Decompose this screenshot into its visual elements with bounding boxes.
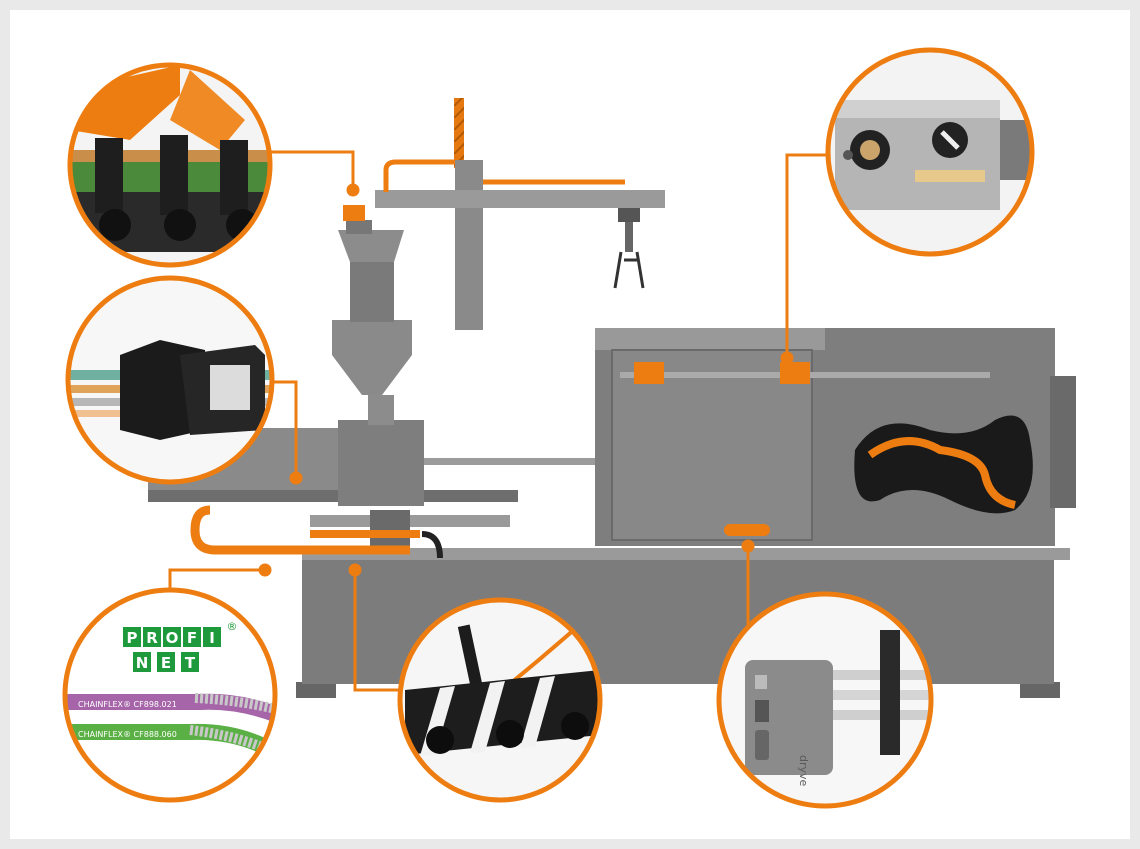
door-bearing-left bbox=[634, 362, 664, 384]
chain-pin bbox=[99, 209, 131, 241]
leader-energy-chain-top bbox=[265, 150, 355, 188]
callout-profinet-cable: P R O F I N E T ® CHAINFLEX® CF898.021 C… bbox=[62, 587, 278, 803]
registered-mark: ® bbox=[227, 620, 238, 633]
housing-end-cap bbox=[1050, 376, 1076, 508]
profinet-letter: E bbox=[161, 654, 171, 672]
bearing-liner bbox=[915, 170, 985, 182]
profinet-letter: O bbox=[166, 629, 179, 647]
controller-sub-d-port bbox=[755, 730, 769, 760]
gantry-column bbox=[455, 160, 483, 330]
injection-rail bbox=[148, 490, 518, 502]
profinet-letter: R bbox=[146, 629, 158, 647]
leader-dot bbox=[741, 539, 755, 553]
hopper-block bbox=[338, 420, 424, 506]
profinet-letter: P bbox=[127, 629, 138, 647]
leader-dot bbox=[346, 183, 360, 197]
leader-dot bbox=[258, 563, 272, 577]
chain-stripe bbox=[470, 681, 505, 753]
callout-energy-chain-top bbox=[67, 62, 273, 268]
leader-dot bbox=[289, 471, 303, 485]
cable-label-cf898: CHAINFLEX® CF898.021 bbox=[78, 700, 177, 709]
callout-bearing bbox=[825, 47, 1035, 257]
profinet-letter: T bbox=[185, 654, 196, 672]
housing-lid bbox=[595, 328, 825, 350]
gripper-fingers bbox=[613, 251, 645, 289]
controller-usb-port bbox=[755, 700, 769, 722]
leader-dot bbox=[780, 351, 794, 365]
callout-linear-actuator: dryve bbox=[716, 591, 954, 809]
hopper-top bbox=[338, 230, 404, 262]
bearing-screw bbox=[843, 150, 853, 160]
leader-bearing bbox=[785, 153, 828, 358]
gripper-mount bbox=[618, 208, 640, 222]
chain-body bbox=[405, 670, 600, 755]
actuator-led bbox=[946, 706, 954, 714]
chain-pin bbox=[561, 712, 589, 740]
controller-port bbox=[755, 675, 767, 689]
leader-chain-bottom bbox=[353, 570, 402, 692]
connector-insert bbox=[210, 365, 250, 410]
chain-upright bbox=[457, 624, 485, 696]
leader-profinet bbox=[168, 568, 265, 590]
leader-dot bbox=[348, 563, 362, 577]
internal-energy-chain bbox=[867, 437, 1016, 509]
bearing-bushing bbox=[860, 140, 880, 160]
profinet-letter: N bbox=[136, 654, 149, 672]
callout-energy-chain-bottom bbox=[397, 597, 603, 803]
profinet-logo: P R O F I N E T ® bbox=[123, 620, 238, 672]
profinet-letter: F bbox=[187, 629, 197, 647]
chain-pin bbox=[164, 209, 196, 241]
actuator-plate bbox=[880, 630, 900, 755]
chain-pin bbox=[496, 720, 524, 748]
injection-energy-chain bbox=[190, 505, 410, 555]
machine-diagram: P R O F I N E T ® CHAINFLEX® CF898.021 C… bbox=[62, 47, 1076, 809]
injection-molding-machine bbox=[148, 98, 1076, 698]
tie-bar bbox=[420, 458, 600, 465]
chain-stripe bbox=[520, 676, 555, 748]
chain-crossbar bbox=[160, 135, 188, 215]
gantry-chain-top bbox=[383, 159, 455, 192]
machine-foot bbox=[296, 682, 336, 698]
profinet-letter: I bbox=[209, 629, 215, 647]
door-handle bbox=[724, 524, 770, 536]
carriage-cable bbox=[421, 531, 443, 559]
leader-connector bbox=[272, 380, 298, 476]
chain-crossbar bbox=[220, 140, 248, 215]
machine-bed-top bbox=[302, 548, 1070, 560]
cable-label-cf888: CHAINFLEX® CF888.060 bbox=[78, 730, 177, 739]
door-bearing-right bbox=[780, 362, 810, 384]
orange-chain-lid bbox=[170, 70, 245, 150]
orange-mount-top bbox=[343, 205, 365, 221]
hopper-cap bbox=[346, 220, 372, 234]
callout-leaders bbox=[168, 150, 828, 692]
drive-brand-label: dryve bbox=[797, 755, 810, 787]
machine-foot bbox=[1020, 682, 1060, 698]
bearing-key bbox=[940, 130, 960, 150]
callout-harness-connector bbox=[65, 275, 275, 485]
bearing-housing-top bbox=[835, 100, 1000, 118]
gantry-beam bbox=[375, 190, 665, 208]
hopper-neck bbox=[368, 395, 394, 425]
hopper-funnel bbox=[332, 320, 412, 395]
chain-crossbar bbox=[95, 138, 123, 213]
diagram-frame: P R O F I N E T ® CHAINFLEX® CF898.021 C… bbox=[10, 10, 1130, 839]
vertical-energy-chain bbox=[454, 98, 464, 168]
gripper-rod bbox=[625, 222, 633, 252]
chain-pin bbox=[426, 726, 454, 754]
hopper-column bbox=[350, 260, 394, 322]
